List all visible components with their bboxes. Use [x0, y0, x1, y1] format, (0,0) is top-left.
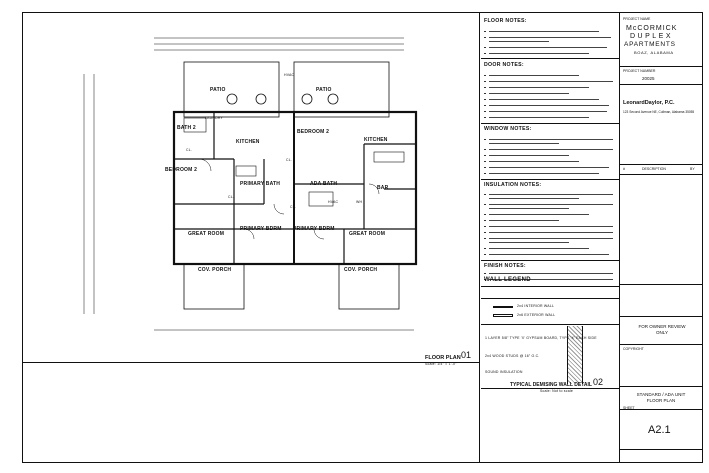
legend-exterior: 2x6 EXTERIOR WALL [517, 313, 556, 317]
room-porch-right: COV. PORCH [344, 267, 378, 273]
copyright-label: COPYRIGHT [623, 347, 644, 351]
sheet-name: STANDARD / ADA UNIT FLOOR PLAN [636, 392, 686, 403]
detail-title: TYPICAL DEMISING WALL DETAIL [510, 382, 592, 388]
project-name-label: PROJECT NAME [623, 17, 651, 21]
closet-label: CL. [286, 158, 293, 162]
project-location: BOAZ, ALABAMA [634, 50, 674, 55]
firm-address: 123 Second Avenue NE, Cullman, Alabama 3… [623, 110, 695, 114]
wall-legend-title: WALL LEGEND [484, 277, 531, 283]
wall-detail-section [567, 326, 583, 384]
revision-header-by: BY [690, 167, 695, 171]
divider-notes-titleblock [619, 12, 621, 463]
detail-note: 1 LAYER 5/8" TYPE 'X' GYPSUM BOARD, TYPE… [485, 336, 597, 340]
room-kitchen-right: KITCHEN [364, 137, 388, 143]
finish-notes-heading: FINISH NOTES: [484, 263, 526, 269]
owner-review-note: FOR OWNER REVIEW ONLY [638, 324, 686, 335]
closet-label: CL. [186, 148, 193, 152]
window-notes-heading: WINDOW NOTES: [484, 126, 532, 132]
project-number-label: PROJECT NUMBER [623, 69, 656, 73]
room-bath-2: BATH 2 [177, 125, 196, 131]
project-name-line2: DUPLEX [630, 33, 674, 40]
room-bar: BAR [377, 185, 389, 191]
room-primary-bdrm-left: PRIMARY BDRM [240, 226, 282, 232]
room-ada-bath: ADA BATH [310, 181, 338, 187]
floor-plan-drawing [83, 37, 418, 331]
hvac-label: HVAC [284, 73, 295, 77]
detail-number: 02 [593, 377, 604, 387]
project-number: 20025 [642, 76, 655, 81]
floor-notes-heading: FLOOR NOTES: [484, 18, 527, 24]
room-porch-left: COV. PORCH [198, 267, 232, 273]
project-name-line1: McCORMICK [626, 25, 678, 32]
room-great-room-left: GREAT ROOM [188, 231, 225, 237]
notes-column: FLOOR NOTES: DOOR NOTES: WINDOW NOTES: I… [481, 14, 619, 463]
room-bedroom-2-left: BEDROOM 2 [165, 167, 198, 173]
detail-note: 2x4 WOOD STUDS @ 16" O.C. [485, 354, 540, 358]
room-laundry: LAUNDRY [205, 116, 224, 120]
firm-name: LeonardDaylor, P.C. [623, 100, 675, 106]
sheet-number: A2.1 [648, 424, 671, 436]
title-block: PROJECT NAME McCORMICK DUPLEX APARTMENTS… [620, 14, 702, 463]
insulation-notes-heading: INSULATION NOTES: [484, 182, 542, 188]
revision-header-number: # [623, 167, 625, 171]
divider-plan-notes [479, 12, 481, 463]
hvac-label: HVAC [328, 200, 339, 204]
project-name-line3: APARTMENTS [624, 41, 676, 48]
plan-number: 01 [461, 350, 472, 360]
detail-note: SOUND INSULATION [485, 370, 523, 374]
plan-scale: Scale: 1/4" = 1'-0" [425, 362, 457, 366]
room-bedroom-2-right: BEDROOM 2 [297, 129, 330, 135]
room-primary-bath: PRIMARY BATH [240, 181, 281, 187]
water-heater-label: WH [356, 200, 363, 204]
door-notes-heading: DOOR NOTES: [484, 62, 524, 68]
closet-label: CL. [290, 205, 297, 209]
detail-scale: Scale: Not to scale [540, 389, 573, 393]
room-primary-bdrm-right: PRIMARY BDRM [293, 226, 335, 232]
room-patio-left: PATIO [210, 87, 226, 93]
revision-header-description: DESCRIPTION [642, 167, 666, 171]
room-patio-right: PATIO [316, 87, 332, 93]
plan-title: FLOOR PLAN [425, 355, 461, 361]
legend-interior: 2x4 INTERIOR WALL [517, 304, 555, 308]
sheet-border [22, 12, 703, 463]
plan-title-rule [22, 362, 480, 363]
closet-label: CL. [228, 195, 235, 199]
room-kitchen-left: KITCHEN [236, 139, 260, 145]
sheet-label: SHEET [623, 406, 635, 410]
room-great-room-right: GREAT ROOM [349, 231, 386, 237]
